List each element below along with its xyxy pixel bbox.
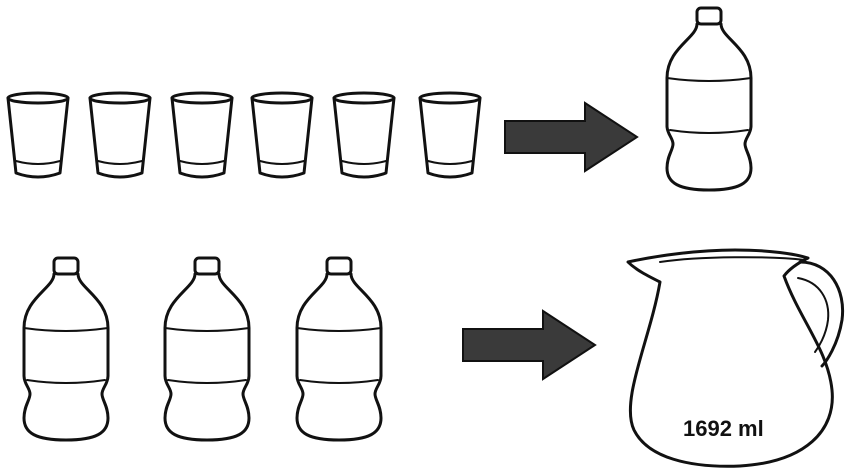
bottle-icon [297,258,381,440]
glass-icon [334,93,394,177]
glass-icon [252,93,312,177]
glass-icon [8,93,68,177]
glass-icon [90,93,150,177]
jug-capacity-label: 1692 ml [683,416,764,441]
bottle-icon [24,258,108,440]
bottles-group [24,258,381,440]
arrow-right-icon [505,103,637,171]
jug-icon: 1692 ml [628,250,843,466]
bottle-icon [667,8,751,190]
glass-icon [420,93,480,177]
arrow-right-icon [463,311,595,379]
glasses-group [8,93,480,177]
glass-icon [172,93,232,177]
bottle-icon [165,258,249,440]
